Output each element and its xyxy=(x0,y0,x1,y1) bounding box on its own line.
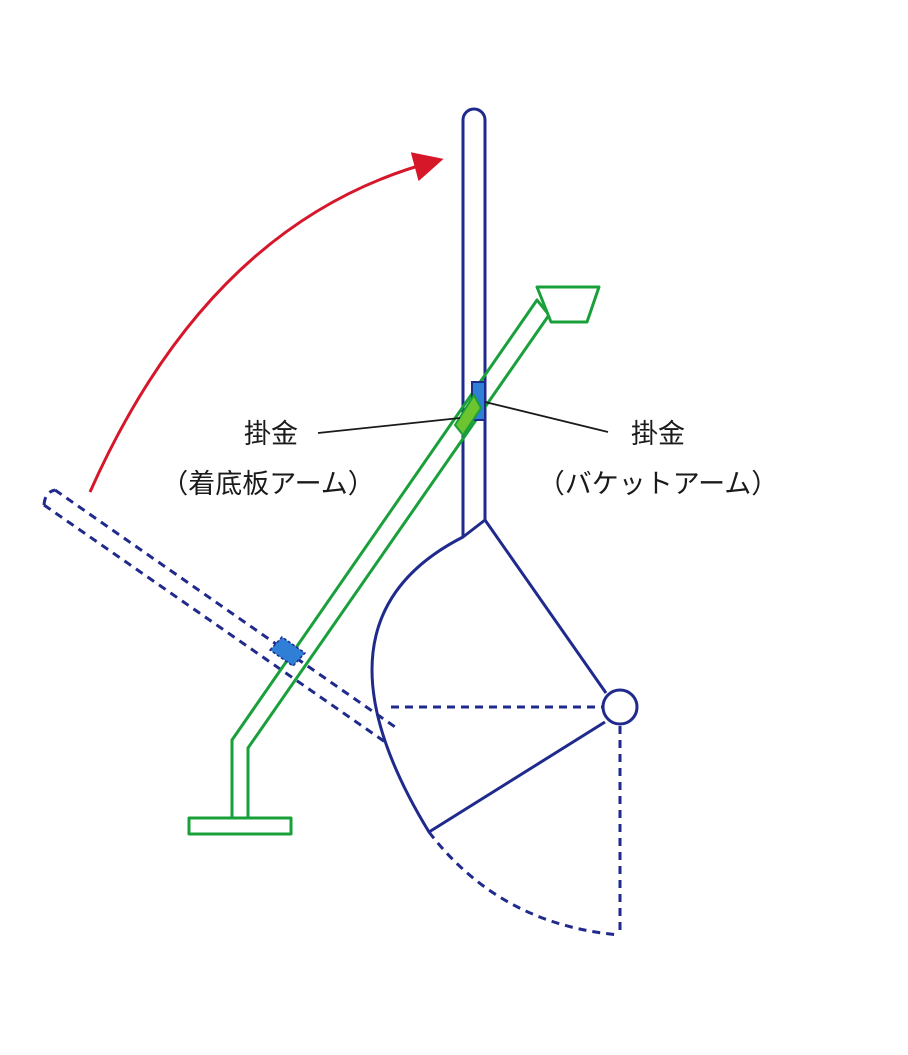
pivot-circle xyxy=(601,688,639,726)
bottom-plate-arm xyxy=(187,285,601,836)
leader-line-left xyxy=(317,417,461,434)
bucket-arm-vertical xyxy=(461,107,487,537)
latch-right-label: 掛金 xyxy=(631,419,685,450)
rotation-arrow xyxy=(88,152,444,493)
latch-left-label: 掛金 xyxy=(244,419,298,450)
bucket-sector xyxy=(370,518,608,834)
latch-left-sublabel: （着底板アーム） xyxy=(161,469,375,500)
dashed-arm-lowered xyxy=(42,488,399,746)
dashed-bucket-sector xyxy=(391,705,622,937)
latch-lowered-position xyxy=(268,636,307,667)
latch-right-sublabel: （バケットアーム） xyxy=(538,469,779,500)
latch-bottom-plate-arm xyxy=(453,393,483,437)
leader-line-right xyxy=(484,401,609,433)
